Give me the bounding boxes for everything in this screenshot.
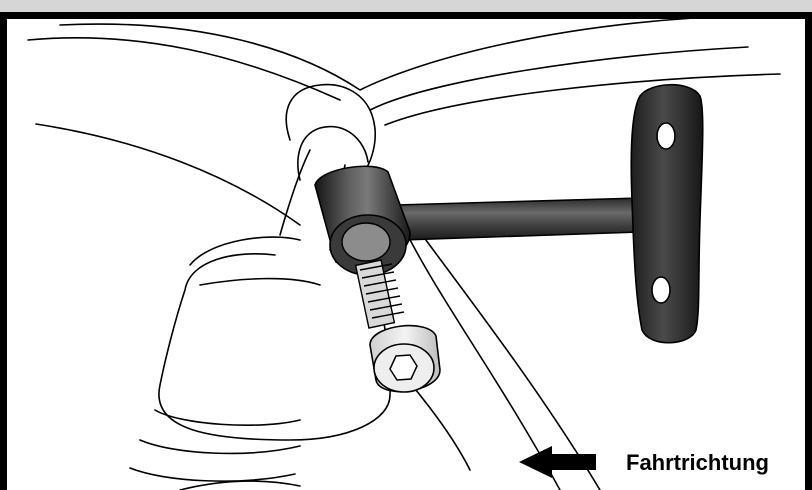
frame-tube-inner-line [369,46,781,126]
frame-diagonal-member [404,229,601,490]
bracket-upper-hole [656,122,676,150]
frame-border [0,12,812,490]
left-arrow-icon [519,446,596,478]
mounting-bracket-plate [630,84,704,344]
shock-top-mount [285,83,376,181]
top-band [0,0,812,12]
sleeve-bore [341,222,391,262]
shock-absorber-top-ring [189,236,321,286]
shock-absorber-body [158,252,392,441]
frame-tube-left-curve [35,123,301,226]
shock-spring-coils [129,409,301,490]
bracket-lower-hole [651,276,671,304]
bolt-thread [354,259,405,329]
hex-socket-icon [389,354,418,381]
direction-label: Fahrtrichtung [626,450,769,475]
stabilizer-rod [395,197,641,241]
frame-tube-upper-outline [27,14,761,101]
